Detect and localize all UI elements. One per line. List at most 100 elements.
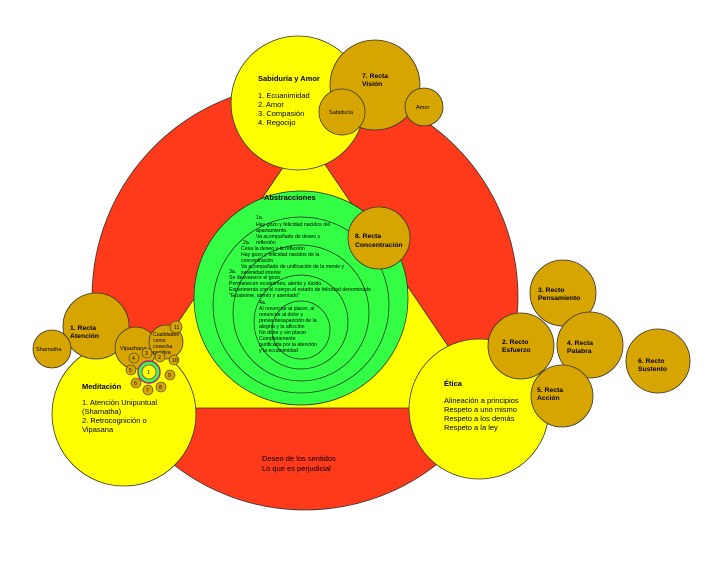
small-circle [128, 352, 140, 364]
small-circle [169, 320, 183, 334]
shamatha-circle [32, 329, 72, 369]
concentration-title: 8. Recta [355, 233, 381, 240]
inner-ring-1 [212, 216, 390, 394]
concentration-title: Concentración [355, 242, 403, 249]
abstraction-line: 4a. [259, 300, 266, 306]
abstraction-line: apartamiento. [256, 228, 288, 234]
abstraction-line: 1a. [256, 215, 263, 221]
abstraction-line: Va acompañado de deseo y [256, 234, 321, 240]
abstraction-line: Cesa la deseo y la reflexión [241, 246, 305, 252]
abstraction-line: Va acompañado de unificación de la mente… [241, 264, 345, 270]
small-circle [141, 347, 153, 359]
small-label: 3 [145, 351, 148, 357]
palabra-circle [556, 311, 624, 379]
meditation-item: 1. Atención Unipuntual [82, 398, 157, 407]
small-label: 2 [158, 355, 161, 361]
wisdom-item: 3. Compasión [258, 109, 304, 118]
wisdom-item: 2. Amor [258, 100, 284, 109]
ring-bottom-line: Lo que es perjudicial [262, 464, 331, 473]
meditation-title: Meditación [82, 382, 122, 391]
abstraction-line: Al renunciar al placer, al [259, 306, 314, 312]
small-mandala: 1 11 10 9 8 7 6 5 4 3 2 [125, 320, 183, 396]
abstraction-line: 2a. [243, 240, 250, 246]
accion-title: 5. Recta [537, 387, 563, 394]
small-label: 6 [134, 381, 137, 387]
small-label: 7 [146, 388, 149, 394]
abstraction-line: previa desaparición de la [259, 318, 317, 324]
small-label: 11 [174, 325, 179, 331]
ethics-item: Respeto a la ley [444, 423, 498, 432]
vision-title: Visión [362, 81, 382, 88]
ethics-title: Ética [444, 379, 463, 388]
abstraction-line: Permanecen ecuánimes, atento y lúcido. [229, 281, 323, 287]
wisdom-title: Sabiduría y Amor [258, 74, 320, 83]
cualidades-label: cosecha [153, 344, 172, 350]
sustento-title: 6. Recto [638, 358, 664, 365]
small-circle [164, 369, 176, 381]
cualidades-circle [148, 324, 184, 360]
wisdom-item: 4. Regocijo [258, 118, 296, 127]
small-circle [154, 351, 166, 363]
cualidades-label: como [153, 338, 166, 344]
abstraction-line: Se desvanece el gozo [229, 275, 280, 281]
cualidades-label: Cualidades [153, 332, 179, 338]
meditation-item: 2. Retrocognición o [82, 416, 147, 425]
wisdom-item: 1. Ecuanimidad [258, 91, 310, 100]
sustento-circle [625, 328, 691, 394]
small-label: 5 [129, 368, 132, 374]
inner-ring-2 [232, 244, 370, 382]
concentration-circle [347, 206, 411, 270]
abstraction-line: Hay gozo y felicidad nacidos de la [241, 252, 320, 258]
small-label: 8 [159, 385, 162, 391]
palabra-title: Palabra [567, 348, 592, 355]
meditation-item: (Shamatha) [82, 407, 122, 416]
accion-title: Acción [537, 395, 560, 402]
pensamiento-title: Pensamiento [538, 295, 580, 302]
vision-title: 7. Recta [362, 73, 388, 80]
shamatha-label: Shamatha [36, 347, 62, 353]
abstraction-line: concentración [241, 258, 273, 264]
ethics-item: Respeto a uno mismo [444, 405, 517, 414]
inner-ring-4 [271, 300, 331, 360]
small-circle [125, 364, 137, 376]
small-circle [130, 377, 142, 389]
ethics-item: Alineación a principios [444, 396, 519, 405]
abstraction-line: purificada por la atención [259, 342, 317, 348]
abstraction-line: 3a. [229, 269, 236, 275]
abstractions-title: Abstracciones [264, 193, 316, 202]
small-label: 9 [168, 373, 171, 379]
mandala-center-ring [141, 364, 157, 380]
inner-ring-3 [253, 274, 349, 370]
mandala-center-label: 1 [147, 370, 150, 376]
meditation-item: Vipasana [82, 425, 114, 434]
abstraction-line: serenidad interior [241, 270, 281, 276]
ethics-item: Respeto a los demás [444, 414, 515, 423]
attention-circle [62, 292, 130, 360]
abstraction-line: reflexión [256, 240, 276, 246]
abstraction-line: No dolor y sin placer [259, 330, 307, 336]
esfuerzo-circle [487, 312, 555, 380]
abstraction-line: "Ecuánime, atento y asentado" [229, 293, 300, 299]
vision-wisdom-label: Sabiduría [329, 110, 354, 116]
ring-bottom-line: Deseo de los sentidos [262, 454, 336, 463]
vision-love-label: Amor [416, 105, 430, 111]
palabra-title: 4. Recta [567, 340, 593, 347]
sustento-title: Sustento [638, 366, 667, 373]
abstractions-text: 1a. Hay gozo y felicidad nacidos del apa… [229, 215, 371, 354]
small-circle [155, 381, 167, 393]
abstraction-line: Hay gozo y felicidad nacidos del [256, 222, 330, 228]
small-circle [168, 354, 180, 366]
abstraction-line: y la ecuanimidad [259, 348, 298, 354]
small-circle [142, 384, 154, 396]
vision-love-circle [404, 87, 444, 127]
abstraction-line: renunciar al dolor y [259, 312, 304, 318]
attention-title: 1. Recta [70, 325, 96, 332]
attention-title: Atención [70, 333, 99, 340]
small-label: 10 [172, 358, 178, 364]
abstraction-line: Experimenta con el cuerpo el estado de f… [229, 287, 371, 293]
vipashana-label: Vipashana [120, 346, 147, 352]
small-label: 4 [132, 356, 135, 362]
pensamiento-title: 3. Recto [538, 287, 564, 294]
vision-wisdom-circle [318, 88, 366, 136]
